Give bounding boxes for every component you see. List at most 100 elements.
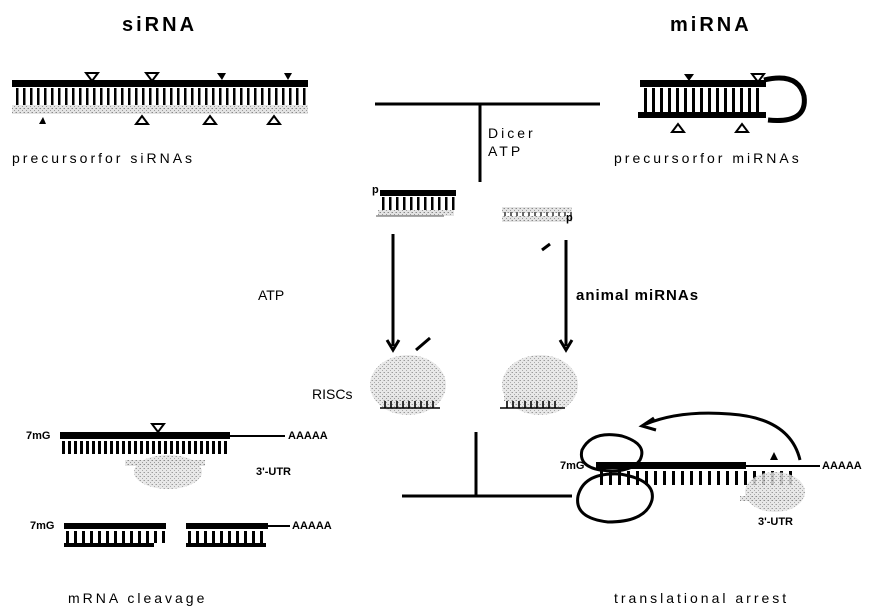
base-pair-rung bbox=[438, 197, 441, 210]
base-pair-rung bbox=[389, 197, 392, 210]
cleavage-site-icon bbox=[152, 424, 164, 432]
base-pair-rung bbox=[212, 441, 215, 454]
base-pair-rung bbox=[420, 401, 422, 408]
base-pair-rung bbox=[740, 88, 743, 112]
base-pair-rung bbox=[684, 88, 687, 112]
base-pair-rung bbox=[198, 88, 201, 105]
base-pair-rung bbox=[104, 441, 107, 454]
base-pair-rung bbox=[699, 471, 702, 485]
base-pair-rung bbox=[164, 441, 167, 454]
utr-label-3: 3'-UTR bbox=[758, 516, 793, 528]
mirna-precursor-hairpin bbox=[638, 74, 804, 132]
base-pair-rung bbox=[261, 88, 264, 105]
base-pair-rung bbox=[182, 441, 185, 454]
dicer-cleavage-site-icon bbox=[204, 116, 216, 124]
base-pair-rung bbox=[191, 88, 194, 105]
cap-label-3: 7mG bbox=[560, 460, 584, 472]
base-pair-rung bbox=[522, 212, 524, 216]
base-pair-rung bbox=[252, 531, 255, 543]
base-pair-rung bbox=[700, 88, 703, 112]
base-pair-rung bbox=[716, 88, 719, 112]
base-pair-rung bbox=[206, 441, 209, 454]
base-pair-rung bbox=[65, 88, 68, 105]
base-pair-rung bbox=[600, 471, 603, 485]
sirna-title: siRNA bbox=[122, 14, 197, 37]
base-pair-rung bbox=[107, 88, 110, 105]
base-pair-rung bbox=[218, 441, 221, 454]
base-pair-rung bbox=[244, 531, 247, 543]
cap-label-2: 7mG bbox=[30, 520, 54, 532]
dicer-label: Dicer bbox=[488, 124, 536, 142]
base-pair-rung bbox=[296, 88, 299, 105]
cleaved-mrna bbox=[64, 523, 290, 547]
base-pair-rung bbox=[110, 441, 113, 454]
animal-mirnas-label: animal miRNAs bbox=[576, 287, 699, 304]
base-pair-rung bbox=[224, 441, 227, 454]
base-pair-rung bbox=[68, 441, 71, 454]
base-pair-rung bbox=[158, 441, 161, 454]
base-pair-rung bbox=[690, 471, 693, 485]
base-pair-rung bbox=[554, 401, 556, 408]
base-pair-rung bbox=[645, 471, 648, 485]
arrow-atp-icon bbox=[387, 234, 399, 350]
base-pair-rung bbox=[260, 531, 263, 543]
base-pair-rung bbox=[170, 441, 173, 454]
mrna-cleavage-label: mRNA cleavage bbox=[68, 590, 207, 606]
base-pair-rung bbox=[396, 401, 398, 408]
base-pair-rung bbox=[16, 88, 19, 105]
base-pair-rung bbox=[524, 401, 526, 408]
base-pair-rung bbox=[240, 88, 243, 105]
base-pair-rung bbox=[194, 441, 197, 454]
base-pair-rung bbox=[163, 88, 166, 105]
base-pair-rung bbox=[188, 441, 191, 454]
base-pair-rung bbox=[233, 88, 236, 105]
translational-arrest-label: translational arrest bbox=[614, 590, 789, 606]
base-pair-rung bbox=[74, 441, 77, 454]
base-pair-rung bbox=[142, 88, 145, 105]
base-pair-rung bbox=[748, 88, 751, 112]
riscs-label: RISCs bbox=[312, 386, 352, 402]
base-pair-rung bbox=[80, 441, 83, 454]
base-pair-rung bbox=[154, 531, 157, 543]
base-pair-rung bbox=[86, 441, 89, 454]
base-pair-rung bbox=[692, 88, 695, 112]
base-pair-rung bbox=[402, 401, 404, 408]
base-pair-rung bbox=[452, 197, 455, 210]
atp-label: ATP bbox=[258, 287, 284, 303]
base-pair-rung bbox=[200, 441, 203, 454]
base-pair-rung bbox=[627, 471, 630, 485]
dicer-cleavage-site-icon bbox=[136, 116, 148, 124]
base-pair-rung bbox=[654, 471, 657, 485]
base-pair-rung bbox=[176, 441, 179, 454]
base-pair-rung bbox=[536, 401, 538, 408]
base-pair-rung bbox=[504, 212, 506, 216]
sirna-precursor-label: precursorfor siRNAs bbox=[12, 150, 195, 166]
base-pair-rung bbox=[219, 88, 222, 105]
base-pair-rung bbox=[98, 441, 101, 454]
base-pair-rung bbox=[506, 401, 508, 408]
dicer-cleavage-site-icon bbox=[146, 73, 158, 81]
base-pair-rung bbox=[79, 88, 82, 105]
utr-label-1: 3'-UTR bbox=[256, 466, 291, 478]
base-pair-rung bbox=[530, 401, 532, 408]
base-pair-rung bbox=[552, 212, 554, 216]
base-pair-rung bbox=[66, 531, 69, 543]
base-pair-rung bbox=[177, 88, 180, 105]
base-pair-rung bbox=[135, 88, 138, 105]
base-pair-rung bbox=[196, 531, 199, 543]
base-pair-rung bbox=[149, 88, 152, 105]
dicer-cleavage-site-icon bbox=[672, 124, 684, 132]
base-pair-rung bbox=[735, 471, 738, 485]
base-pair-rung bbox=[432, 401, 434, 408]
base-pair-rung bbox=[128, 441, 131, 454]
base-pair-rung bbox=[548, 401, 550, 408]
base-pair-rung bbox=[152, 441, 155, 454]
base-pair-rung bbox=[114, 531, 117, 543]
base-pair-rung bbox=[528, 212, 530, 216]
base-pair-rung bbox=[303, 88, 306, 105]
dicer-cleavage-site-icon bbox=[39, 117, 46, 124]
base-pair-rung bbox=[156, 88, 159, 105]
silencing-step-bar bbox=[402, 432, 572, 496]
base-pair-rung bbox=[382, 197, 385, 210]
